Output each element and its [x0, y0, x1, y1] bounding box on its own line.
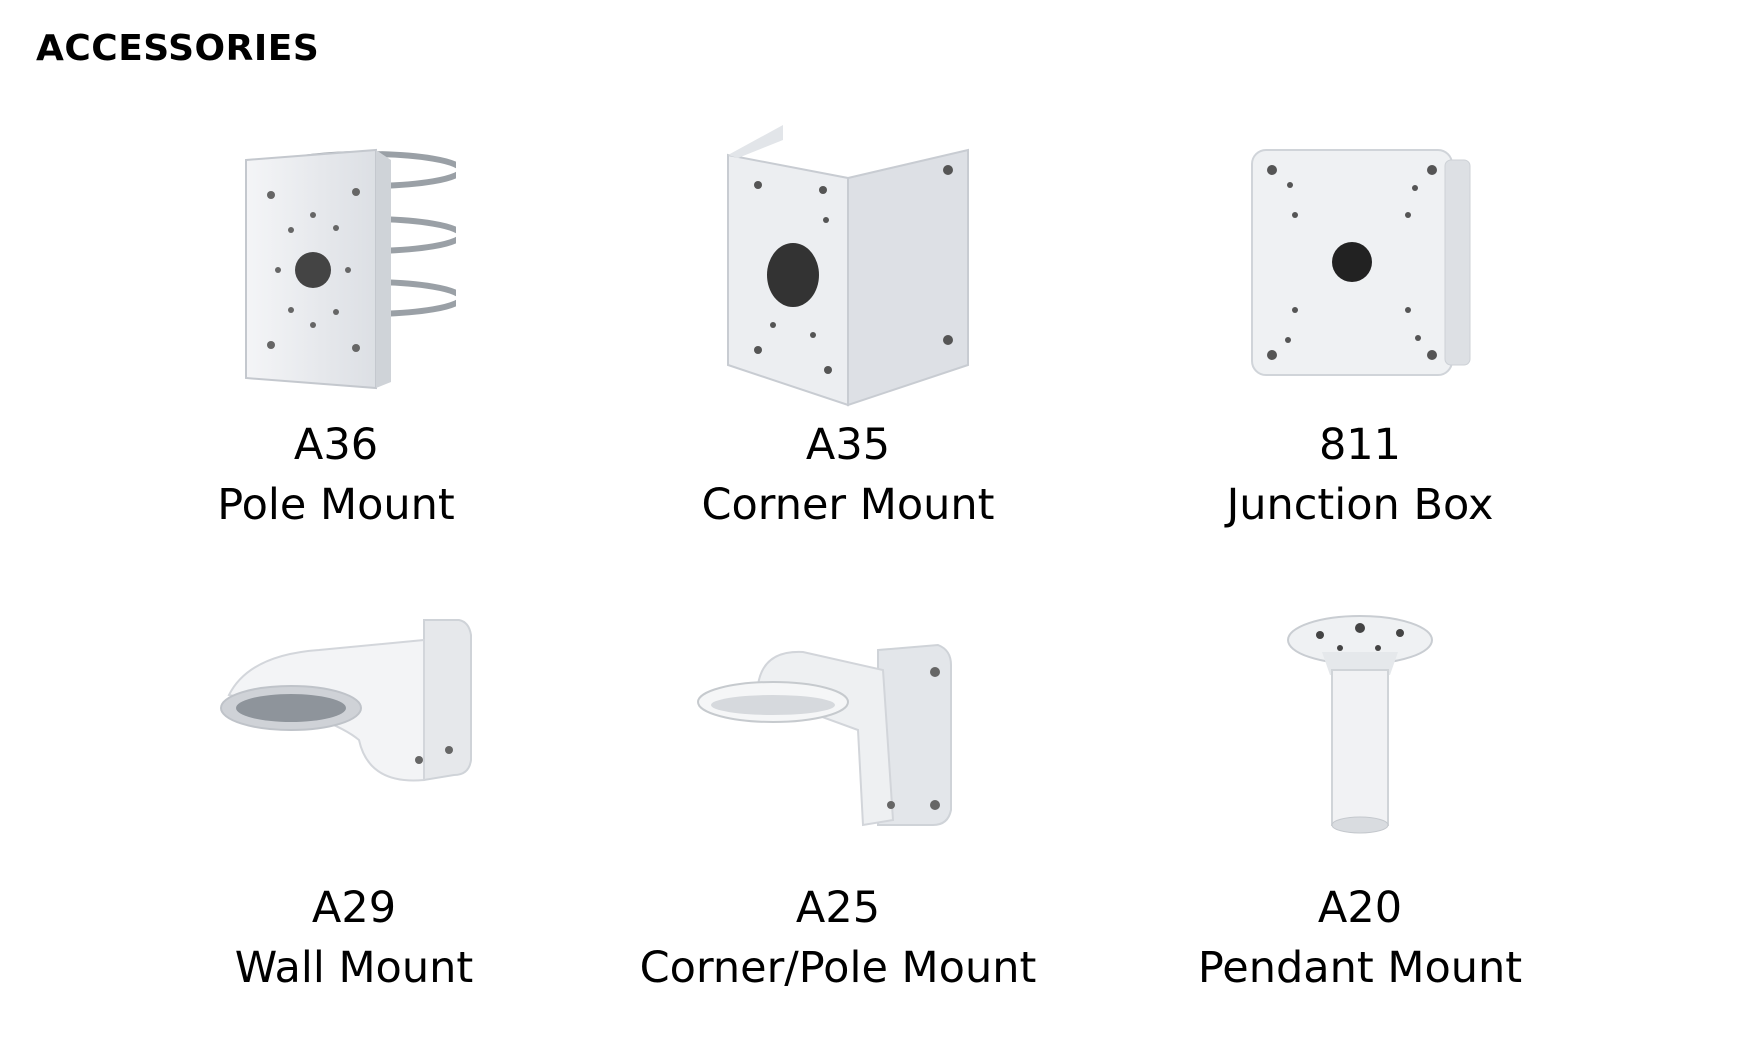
- pole-mount-icon: [245, 148, 456, 390]
- pendant-mount-icon: [1287, 615, 1433, 834]
- accessory-a35: A35 Corner Mount: [638, 120, 1058, 550]
- accessory-a25: A25 Corner/Pole Mount: [628, 610, 1048, 1040]
- accessory-name: Pendant Mount: [1197, 943, 1523, 993]
- corner-mount-icon: [727, 125, 969, 407]
- accessory-a29: A29 Wall Mount: [144, 610, 564, 1040]
- accessory-caption: A35 Corner Mount: [638, 415, 1058, 535]
- model-number: A20: [1317, 883, 1403, 933]
- accessory-caption: A25 Corner/Pole Mount: [628, 878, 1048, 998]
- model-number: A29: [311, 883, 397, 933]
- accessory-caption: A36 Pole Mount: [126, 415, 546, 535]
- corner-pole-mount-icon: [697, 643, 952, 827]
- accessory-811: 811 Junction Box: [1150, 120, 1570, 550]
- wall-mount-icon: [220, 619, 472, 782]
- accessory-a20: A20 Pendant Mount: [1150, 600, 1570, 1030]
- page-heading: ACCESSORIES: [36, 28, 320, 69]
- accessory-caption: 811 Junction Box: [1150, 415, 1570, 535]
- accessory-caption: A29 Wall Mount: [144, 878, 564, 998]
- accessory-caption: A20 Pendant Mount: [1150, 878, 1570, 998]
- model-number: A36: [293, 420, 379, 470]
- junction-box-icon: [1251, 149, 1471, 376]
- model-number: A25: [795, 883, 881, 933]
- accessory-name: Corner Mount: [701, 480, 995, 530]
- accessory-name: Pole Mount: [217, 480, 455, 530]
- model-number: 811: [1318, 420, 1402, 470]
- accessory-a36: A36 Pole Mount: [126, 120, 546, 550]
- model-number: A35: [805, 420, 891, 470]
- accessory-name: Corner/Pole Mount: [639, 943, 1037, 993]
- accessory-name: Wall Mount: [234, 943, 474, 993]
- accessory-name: Junction Box: [1226, 480, 1494, 530]
